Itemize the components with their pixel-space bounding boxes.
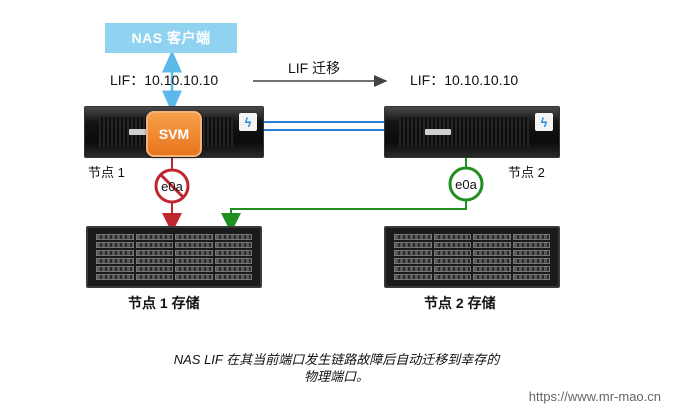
watermark-url: https://www.mr-mao.cn <box>528 389 661 404</box>
svm-label: SVM <box>158 126 190 142</box>
drive-bay <box>394 258 432 264</box>
drive-bay <box>512 258 550 264</box>
drive-bay <box>473 250 511 256</box>
drive-bay <box>473 242 511 248</box>
lif-migration-label: LIF 迁移 <box>288 60 341 76</box>
caption-line-1: NAS LIF 在其当前端口发生链路故障后自动迁移到幸存的 <box>173 352 500 367</box>
node2-to-node1-storage-path <box>221 200 467 233</box>
drive-bay <box>135 250 173 256</box>
drive-bay <box>175 250 213 256</box>
svm-badge: SVM <box>146 111 202 157</box>
drive-bay <box>433 266 471 272</box>
drive-bay <box>214 234 252 240</box>
drive-bay <box>135 234 173 240</box>
drive-bay <box>135 266 173 272</box>
drive-bay <box>473 258 511 264</box>
lightning-icon: ϟ <box>535 113 553 131</box>
drive-bay <box>394 250 432 256</box>
node1-handle <box>129 129 155 135</box>
drive-bay <box>214 258 252 264</box>
drive-bay <box>512 242 550 248</box>
node2-controller: ϟ <box>384 106 560 158</box>
node2-port-label: e0a <box>455 177 477 192</box>
drive-bay <box>512 266 550 272</box>
drive-bay <box>175 242 213 248</box>
drive-bay <box>135 274 173 280</box>
drive-bay <box>433 258 471 264</box>
node2-port-active: e0a <box>448 166 484 202</box>
drive-bay <box>512 250 550 256</box>
drive-bay <box>175 274 213 280</box>
drive-bay <box>473 274 511 280</box>
node1-port-failed: e0a <box>154 168 190 204</box>
node1-storage-shelf <box>86 226 262 288</box>
drive-bay <box>96 274 134 280</box>
caption-line-2: 物理端口。 <box>303 369 369 384</box>
drive-bay <box>96 234 134 240</box>
drive-bay <box>96 250 134 256</box>
drive-bay <box>473 266 511 272</box>
drive-bay <box>433 234 471 240</box>
node1-lif-address: LIF：10.10.10.10 <box>110 72 219 88</box>
drive-bay <box>433 250 471 256</box>
drive-bay <box>394 234 432 240</box>
drive-bay <box>473 234 511 240</box>
drive-bay <box>135 258 173 264</box>
drive-bay <box>214 250 252 256</box>
drive-bay <box>175 266 213 272</box>
node1-label: 节点 1 <box>88 165 125 180</box>
node1-storage-label: 节点 1 存储 <box>128 295 200 311</box>
nas-client-box: NAS 客户端 <box>105 23 237 53</box>
drive-bay <box>394 274 432 280</box>
drive-bay <box>135 242 173 248</box>
node2-lif-address: LIF：10.10.10.10 <box>410 72 519 88</box>
node2-label: 节点 2 <box>508 165 545 180</box>
drive-bay <box>512 234 550 240</box>
lightning-icon: ϟ <box>239 113 257 131</box>
node2-storage-shelf <box>384 226 560 288</box>
drive-bay <box>512 274 550 280</box>
node2-handle <box>425 129 451 135</box>
node1-port-label: e0a <box>161 179 183 194</box>
drive-bay <box>214 274 252 280</box>
drive-bay <box>214 242 252 248</box>
drive-bay <box>175 258 213 264</box>
drive-bay <box>433 242 471 248</box>
drive-bay <box>394 242 432 248</box>
drive-bay <box>96 258 134 264</box>
drive-bay <box>175 234 213 240</box>
drive-bay <box>214 266 252 272</box>
drive-bay <box>394 266 432 272</box>
nas-client-label: NAS 客户端 <box>131 30 211 46</box>
drive-bay <box>96 266 134 272</box>
node2-storage-label: 节点 2 存储 <box>424 295 496 311</box>
drive-bay <box>96 242 134 248</box>
drive-bay <box>433 274 471 280</box>
